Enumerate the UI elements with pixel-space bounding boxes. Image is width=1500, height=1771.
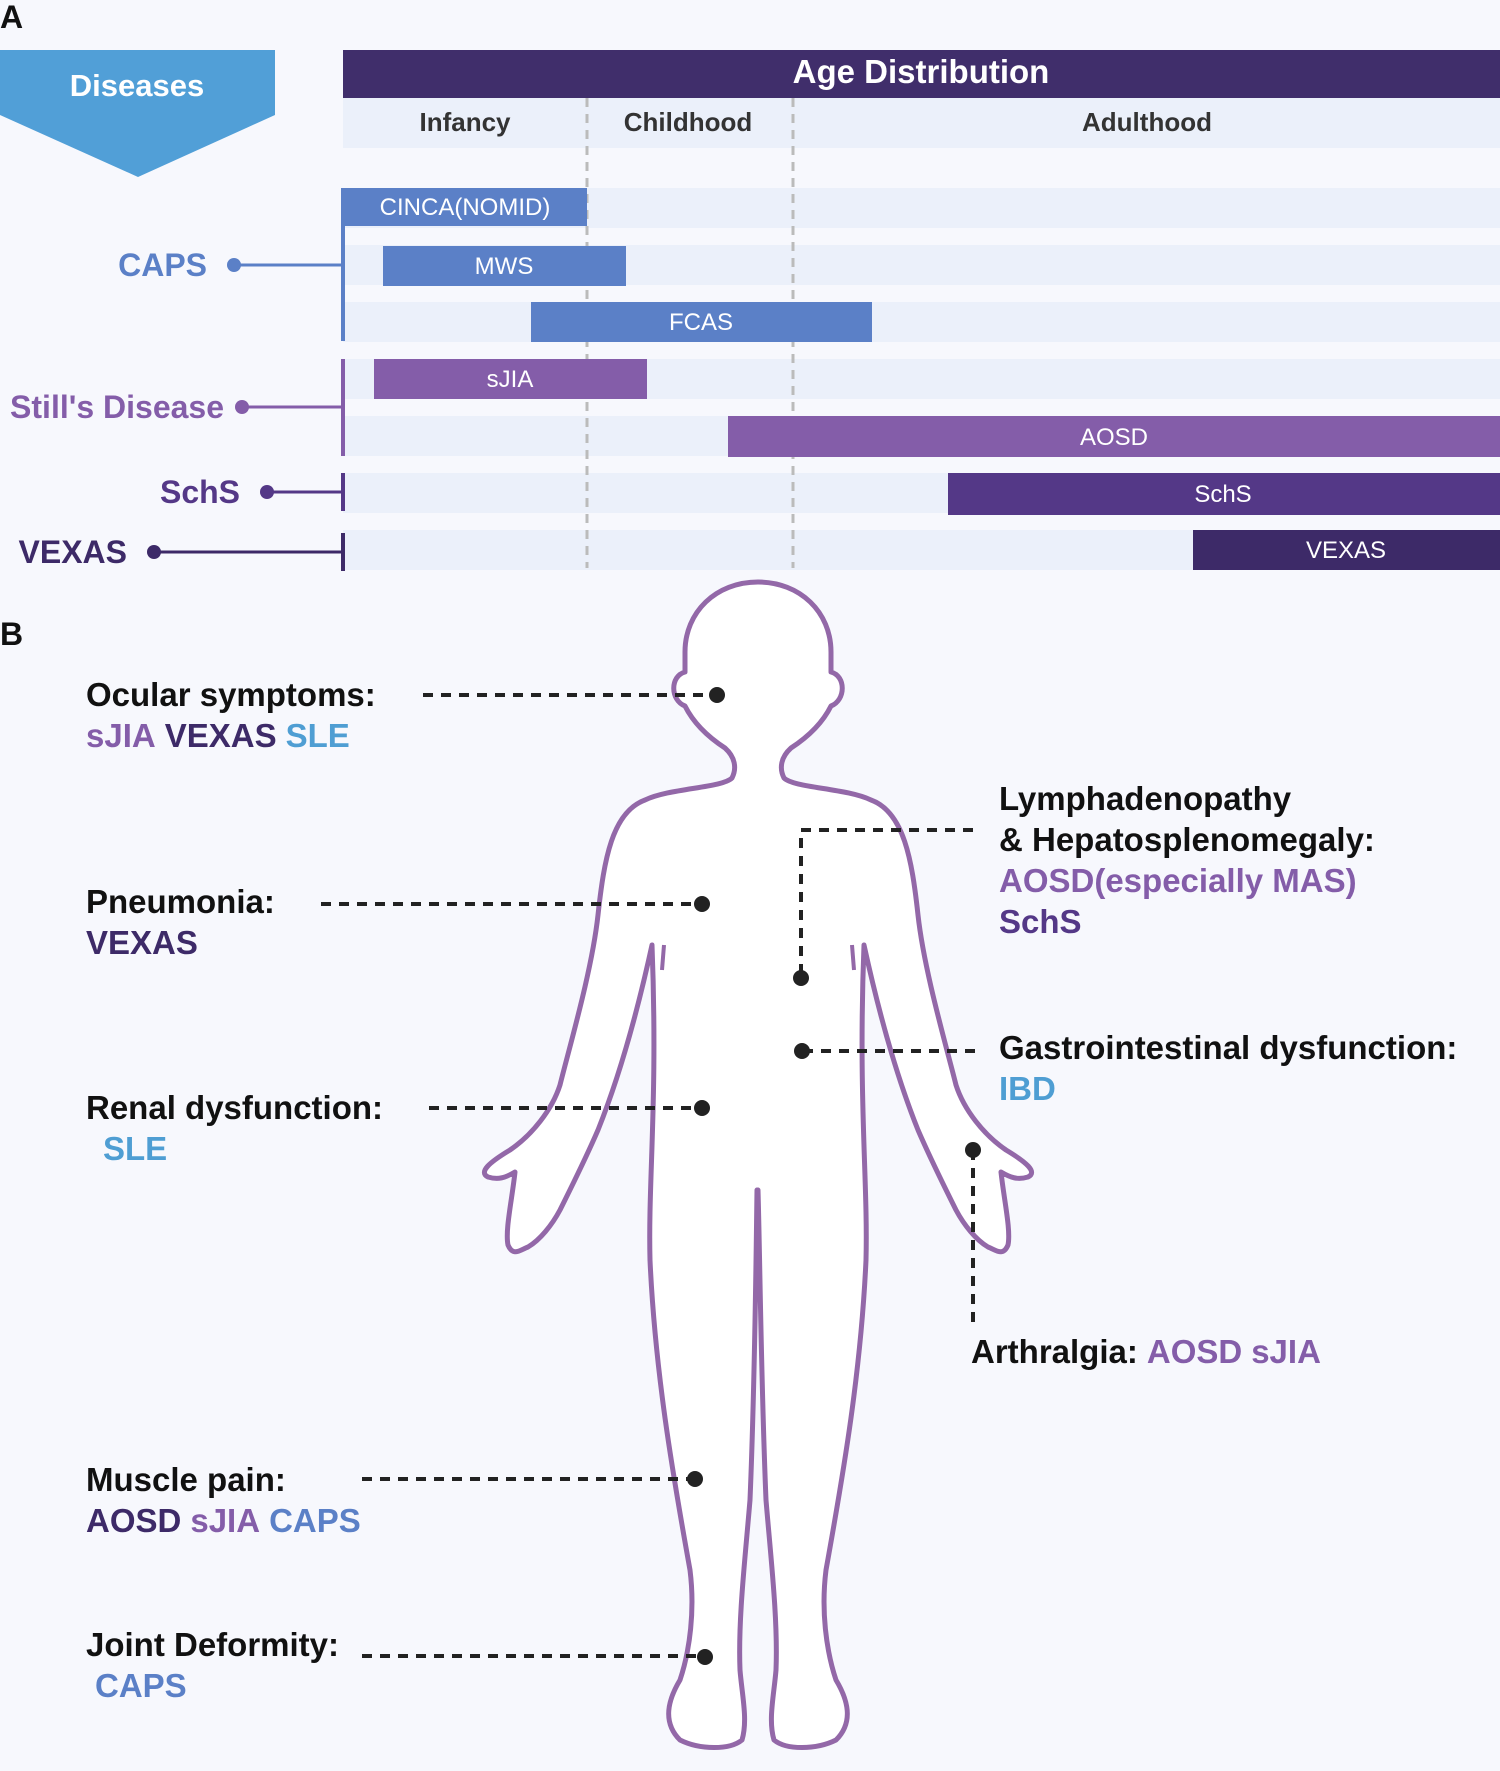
bar-label-mws: MWS	[475, 253, 534, 280]
stills-dot	[235, 400, 249, 414]
symptom-diseases: CAPS	[86, 1665, 339, 1706]
diseases-arrow-shape	[0, 50, 275, 177]
symptom-title: Muscle pain:	[86, 1461, 286, 1498]
group-caps: CAPS	[118, 188, 345, 341]
symptom-renal: Renal dysfunction: SLE	[86, 1087, 383, 1169]
row-band	[343, 302, 1500, 342]
leader-lymph	[799, 828, 973, 978]
disease-tag: CAPS	[95, 1667, 187, 1704]
symptom-title: Arthralgia:	[971, 1333, 1138, 1370]
period-infancy: Infancy	[419, 107, 511, 137]
group-schs: SchS	[160, 473, 345, 511]
leader-lines	[321, 693, 975, 1658]
bar-aosd	[728, 416, 1500, 457]
symptom-pneumonia: Pneumonia: VEXAS	[86, 881, 275, 963]
disease-tag: VEXAS	[86, 924, 198, 961]
symptom-diseases: SLE	[86, 1128, 383, 1169]
symptom-title: Gastrointestinal dysfunction:	[999, 1029, 1458, 1066]
disease-tag: SLE	[103, 1130, 168, 1167]
symptom-diseases: IBD	[999, 1068, 1457, 1109]
bar-cinca	[343, 188, 587, 226]
symptom-joint-deformity: Joint Deformity: CAPS	[86, 1624, 339, 1706]
group-label-vexas: VEXAS	[19, 534, 127, 570]
group-label-stills: Still's Disease	[10, 389, 224, 425]
panel-b-letter: B	[0, 616, 23, 652]
bar-schs	[948, 473, 1500, 515]
panel-a-letter: A	[0, 0, 23, 35]
dot-pneumonia	[694, 896, 710, 912]
disease-tag: sJIA	[1251, 1333, 1321, 1370]
disease-tag: VEXAS	[164, 717, 277, 754]
disease-tag: AOSD	[1146, 1333, 1243, 1370]
bar-label-cinca: CINCA(NOMID)	[380, 194, 551, 221]
dot-gi	[794, 1043, 810, 1059]
disease-tag: IBD	[999, 1070, 1056, 1107]
leader-dots	[687, 687, 981, 1665]
disease-tag: sJIA	[86, 717, 156, 754]
dot-muscle	[687, 1471, 703, 1487]
caps-dot	[227, 258, 241, 272]
age-period-band	[343, 98, 1500, 148]
symptom-title: Lymphadenopathy	[999, 780, 1292, 817]
dot-lymph	[793, 970, 809, 986]
symptom-gastrointestinal: Gastrointestinal dysfunction: IBD	[999, 1027, 1457, 1109]
bar-sjia	[374, 359, 647, 399]
period-adulthood: Adulthood	[1082, 107, 1212, 137]
dot-joint	[697, 1649, 713, 1665]
period-childhood: Childhood	[624, 107, 753, 137]
body-outline	[482, 579, 1034, 1750]
disease-bars: CINCA(NOMID) MWS FCAS sJIA AOSD SchS VEX…	[343, 188, 1500, 570]
symptom-title: Joint Deformity:	[86, 1626, 340, 1663]
symptom-diseases: VEXAS	[86, 922, 275, 963]
disease-tag: SLE	[285, 717, 350, 754]
disease-tag: AOSD	[86, 1502, 182, 1539]
right-inner-arm-line	[850, 944, 856, 971]
bar-label-fcas: FCAS	[669, 309, 733, 336]
symptom-title: Ocular symptoms:	[86, 676, 376, 713]
diseases-label: Diseases	[70, 68, 204, 103]
symptom-lymphadenopathy: Lymphadenopathy & Hepatosplenomegaly: AO…	[999, 778, 1375, 942]
bar-label-schs: SchS	[1194, 481, 1251, 508]
dot-renal	[694, 1100, 710, 1116]
bar-label-aosd: AOSD	[1080, 424, 1148, 451]
bar-vexas	[1193, 530, 1500, 570]
dot-arthralgia	[965, 1142, 981, 1158]
disease-tag: AOSD(especially MAS)	[999, 862, 1357, 899]
age-header-bar	[343, 50, 1500, 98]
group-label-schs: SchS	[160, 474, 240, 510]
bar-label-vexas: VEXAS	[1306, 537, 1386, 564]
diseases-arrow: Diseases	[0, 50, 275, 177]
disease-tag: sJIA	[190, 1502, 261, 1539]
bar-label-sjia: sJIA	[487, 366, 534, 393]
left-inner-arm-line	[660, 944, 666, 971]
disease-tag: SchS	[999, 903, 1082, 940]
bar-mws	[383, 246, 626, 286]
symptom-title: Renal dysfunction:	[86, 1089, 384, 1126]
group-stills: Still's Disease	[10, 359, 345, 456]
age-distribution-title: Age Distribution	[793, 53, 1050, 90]
symptom-title-line2: & Hepatosplenomegaly:	[999, 821, 1375, 858]
dot-ocular	[709, 687, 725, 703]
group-label-caps: CAPS	[118, 247, 207, 283]
symptom-title: Pneumonia:	[86, 883, 275, 920]
vexas-dot	[147, 545, 161, 559]
disease-tag: CAPS	[269, 1502, 361, 1539]
bar-fcas	[531, 302, 872, 342]
schs-dot	[260, 485, 274, 499]
group-vexas: VEXAS	[19, 533, 345, 571]
